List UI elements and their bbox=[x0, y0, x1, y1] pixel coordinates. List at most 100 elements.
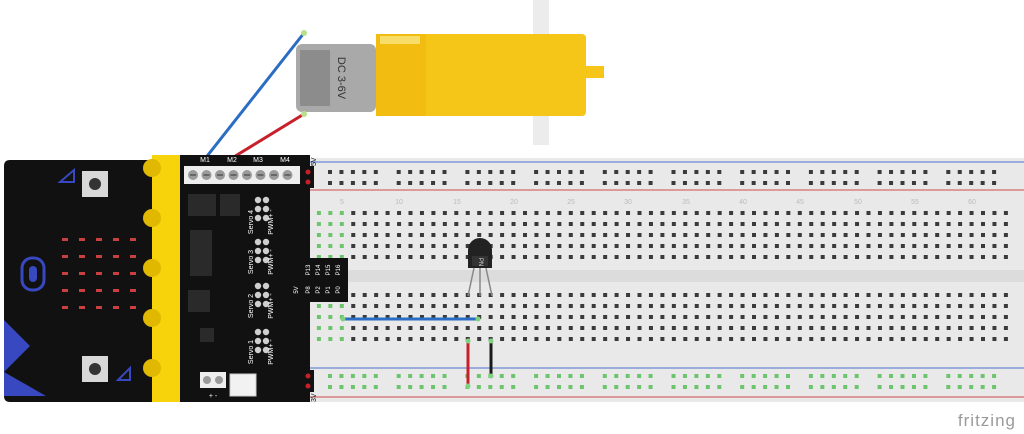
breadboard-hole bbox=[454, 222, 459, 226]
breadboard-hole bbox=[912, 222, 917, 226]
breadboard-hole bbox=[477, 337, 482, 341]
rail-hole bbox=[808, 385, 813, 389]
breadboard-hole bbox=[591, 211, 596, 215]
breadboard-hole bbox=[946, 337, 951, 341]
rail-hole bbox=[694, 385, 699, 389]
breadboard-hole bbox=[786, 337, 791, 341]
breadboard-hole bbox=[912, 315, 917, 319]
breadboard-hole bbox=[351, 222, 356, 226]
led bbox=[79, 255, 85, 258]
breadboard-hole bbox=[568, 293, 573, 297]
breadboard-hole bbox=[981, 222, 985, 226]
breadboard-hole bbox=[534, 222, 539, 226]
breadboard-hole bbox=[431, 315, 436, 319]
breadboard-hole bbox=[374, 337, 379, 341]
edge-pad bbox=[143, 159, 161, 177]
breadboard-hole bbox=[408, 222, 413, 226]
rail-hole bbox=[328, 374, 332, 378]
rail-hole bbox=[350, 385, 355, 389]
breadboard-hole bbox=[614, 304, 619, 308]
breadboard-hole bbox=[351, 255, 356, 259]
breadboard-hole bbox=[648, 304, 653, 308]
breadboard-hole bbox=[488, 233, 493, 237]
rail-hole bbox=[923, 374, 928, 378]
rail-hole bbox=[511, 385, 516, 389]
breadboard-hole bbox=[981, 233, 985, 237]
servo-pins-label: PWM+ - bbox=[268, 339, 275, 365]
breadboard-hole bbox=[580, 233, 585, 237]
breadboard-hole bbox=[626, 255, 631, 259]
breadboard-hole bbox=[431, 233, 436, 237]
servo-pin bbox=[254, 205, 262, 213]
rail-hole bbox=[579, 374, 584, 378]
breadboard-hole bbox=[706, 244, 711, 248]
rail-hole bbox=[614, 385, 619, 389]
breadboard-hole bbox=[500, 304, 505, 308]
breadboard-hole bbox=[328, 315, 333, 319]
rail-hole bbox=[362, 181, 367, 185]
breadboard-hole bbox=[511, 211, 516, 215]
breadboard-hole bbox=[568, 304, 573, 308]
battery-polarity: + - bbox=[209, 393, 218, 400]
rail-hole bbox=[545, 374, 550, 378]
breadboard-hole bbox=[740, 244, 745, 248]
breadboard-hole bbox=[706, 304, 711, 308]
rail-hole bbox=[969, 181, 974, 185]
breadboard-hole bbox=[637, 222, 642, 226]
breadboard-hole bbox=[591, 337, 596, 341]
breadboard-hole bbox=[671, 255, 676, 259]
breadboard-hole bbox=[992, 222, 997, 226]
breadboard-hole bbox=[683, 233, 688, 237]
rail-hole bbox=[419, 170, 424, 174]
rail-hole bbox=[648, 385, 653, 389]
breadboard-hole bbox=[981, 304, 985, 308]
breadboard-hole bbox=[809, 326, 814, 330]
breadboard-hole bbox=[477, 293, 482, 297]
servo-label: Servo 1 bbox=[248, 340, 255, 364]
breadboard-hole bbox=[958, 211, 963, 215]
breadboard-hole bbox=[648, 337, 653, 341]
breadboard-hole bbox=[958, 304, 963, 308]
gpio-header bbox=[288, 258, 348, 302]
breadboard-hole bbox=[500, 211, 505, 215]
breadboard-hole bbox=[545, 304, 550, 308]
breadboard-hole bbox=[866, 326, 871, 330]
breadboard-hole bbox=[408, 326, 413, 330]
breadboard-hole bbox=[648, 211, 653, 215]
breadboard-hole bbox=[431, 211, 436, 215]
gpio-label: P8 bbox=[306, 286, 312, 294]
rail-hole bbox=[682, 170, 687, 174]
breadboard-hole bbox=[603, 211, 608, 215]
driver-chip bbox=[190, 230, 212, 276]
rail-hole bbox=[763, 385, 768, 389]
rail-hole bbox=[625, 385, 630, 389]
breadboard-hole bbox=[889, 315, 894, 319]
rail-hole bbox=[854, 385, 859, 389]
breadboard-hole bbox=[912, 326, 917, 330]
breadboard-hole bbox=[385, 244, 390, 248]
breadboard-hole bbox=[397, 293, 402, 297]
breadboard-hole bbox=[626, 315, 631, 319]
breadboard-hole bbox=[832, 255, 837, 259]
breadboard-hole bbox=[797, 222, 802, 226]
rail-hole bbox=[511, 374, 516, 378]
breadboard-hole bbox=[500, 326, 505, 330]
rail-hole bbox=[980, 170, 985, 174]
rail-hole bbox=[499, 385, 504, 389]
servo-pin bbox=[262, 205, 270, 213]
motor-gearbox-body bbox=[376, 34, 586, 116]
breadboard-hole bbox=[660, 255, 665, 259]
servo-pins-label: PWM+ - bbox=[268, 209, 275, 235]
breadboard-hole bbox=[431, 293, 436, 297]
rail-hole bbox=[568, 181, 573, 185]
rail-hole bbox=[579, 170, 584, 174]
breadboard-hole bbox=[855, 255, 860, 259]
breadboard-hole bbox=[534, 244, 539, 248]
rail-hole bbox=[751, 374, 756, 378]
breadboard-hole bbox=[729, 304, 734, 308]
breadboard-hole bbox=[568, 315, 573, 319]
rail-hole bbox=[545, 170, 550, 174]
breadboard-hole bbox=[992, 244, 997, 248]
breadboard-hole bbox=[316, 211, 321, 215]
breadboard-hole bbox=[843, 315, 848, 319]
